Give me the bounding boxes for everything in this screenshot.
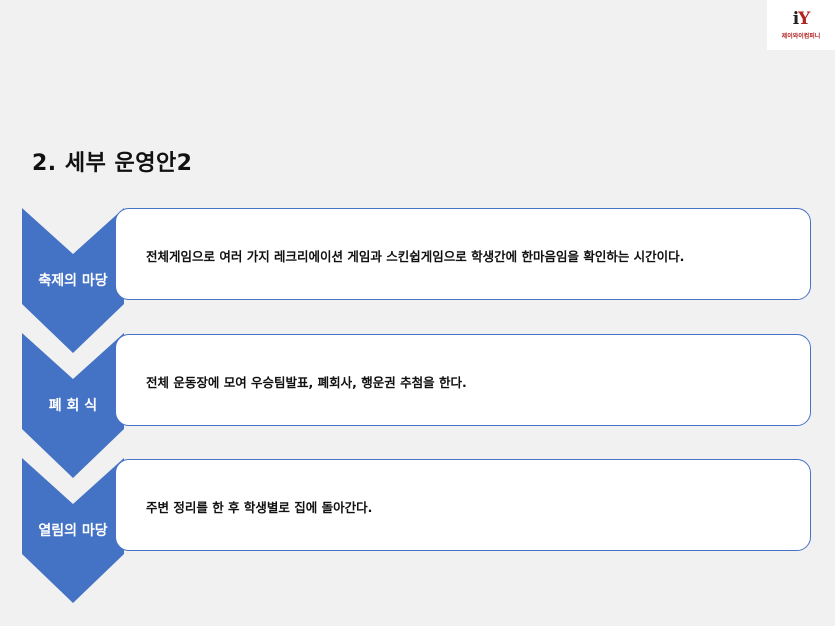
step-label: 열림의 마당 xyxy=(38,523,108,539)
step-description: 주변 정리를 한 후 학생별로 집에 돌아간다. xyxy=(146,500,373,515)
company-logo: iY 제이와이컴퍼니 xyxy=(767,0,835,50)
chevron-shape xyxy=(22,333,124,478)
step-chevron-closing: 폐 회 식 xyxy=(22,333,125,479)
step-description: 전체게임으로 여러 가지 레크리에이션 게임과 스킨쉽게임으로 학생간에 한마음… xyxy=(146,249,685,264)
step-label: 폐 회 식 xyxy=(48,398,98,414)
step-box-closing: 전체 운동장에 모여 우승팀발표, 폐회사, 행운권 추첨을 한다. xyxy=(115,334,811,426)
logo-mark: iY xyxy=(792,8,811,29)
step-box-departure: 주변 정리를 한 후 학생별로 집에 돌아간다. xyxy=(115,459,811,551)
step-box-festival: 전체게임으로 여러 가지 레크리에이션 게임과 스킨쉽게임으로 학생간에 한마음… xyxy=(115,208,811,300)
step-chevron-departure: 열림의 마당 xyxy=(22,458,125,604)
step-label: 축제의 마당 xyxy=(38,273,108,289)
chevron-shape xyxy=(22,208,124,353)
chevron-shape xyxy=(22,458,124,603)
logo-text: 제이와이컴퍼니 xyxy=(781,32,821,40)
step-chevron-festival: 축제의 마당 xyxy=(22,208,125,354)
page-title: 2. 세부 운영안2 xyxy=(32,151,193,176)
step-description: 전체 운동장에 모여 우승팀발표, 폐회사, 행운권 추첨을 한다. xyxy=(146,375,467,390)
